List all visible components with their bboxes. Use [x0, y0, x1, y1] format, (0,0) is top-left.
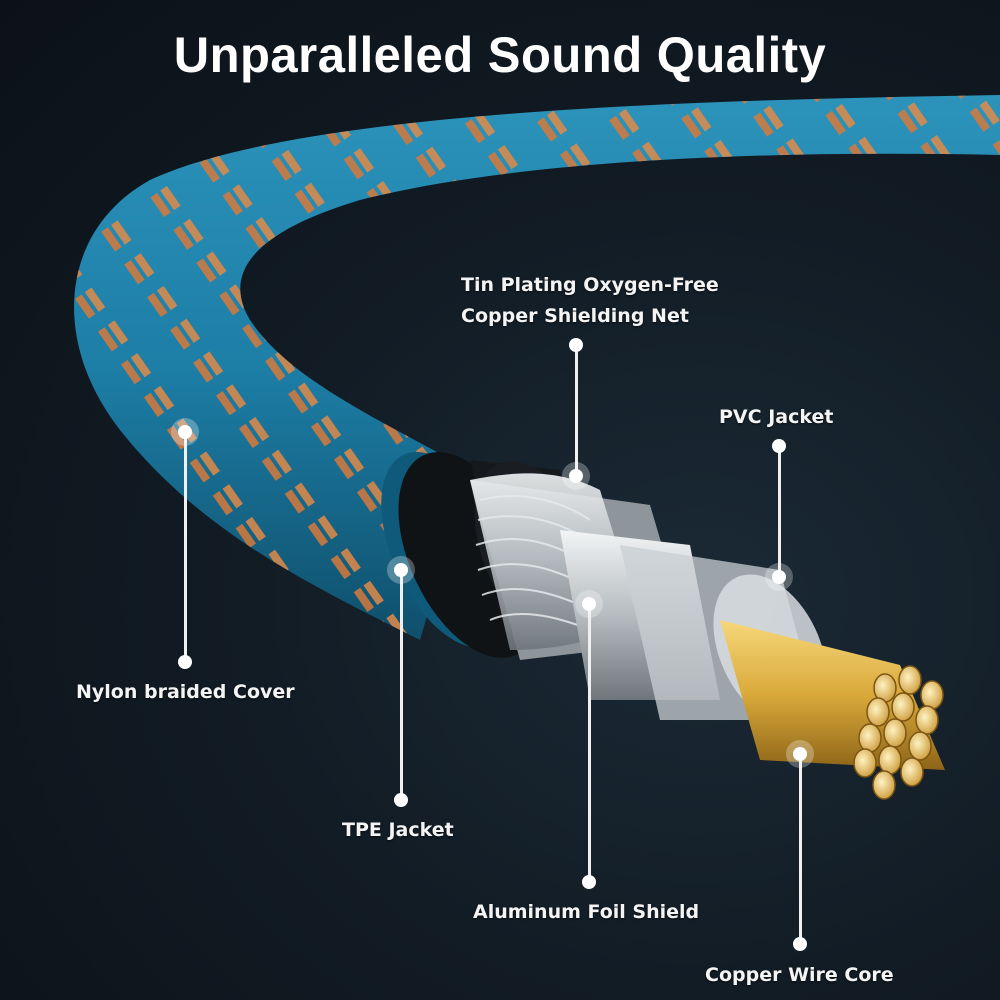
callout-anchor-tpe-jacket: [394, 563, 408, 577]
label-shielding-net: Tin Plating Oxygen-Free Copper Shielding…: [461, 270, 719, 332]
label-pvc-jacket: PVC Jacket: [719, 406, 834, 428]
callout-dot-copper-core: [793, 937, 807, 951]
callout-dot-tpe-jacket: [394, 793, 408, 807]
callout-dot-pvc-jacket: [772, 439, 786, 453]
label-tpe-jacket: TPE Jacket: [342, 819, 454, 841]
callout-line-tpe-jacket: [400, 570, 403, 800]
label-shielding-net-line2: Copper Shielding Net: [461, 305, 689, 327]
page-title: Unparalleled Sound Quality: [173, 27, 827, 83]
copper-core-art: [720, 620, 945, 800]
callout-dot-shielding-net: [569, 338, 583, 352]
callout-line-shielding-net: [575, 345, 578, 470]
callout-line-nylon-cover: [184, 432, 187, 662]
callout-anchor-pvc-jacket: [772, 570, 786, 584]
label-nylon-cover: Nylon braided Cover: [76, 681, 295, 703]
label-foil-shield: Aluminum Foil Shield: [473, 901, 700, 923]
callout-anchor-nylon-cover: [178, 425, 192, 439]
callout-line-foil-shield: [588, 604, 591, 882]
callout-dot-nylon-cover: [178, 655, 192, 669]
callout-dot-foil-shield: [582, 875, 596, 889]
callout-line-copper-core: [799, 754, 802, 944]
callout-anchor-foil-shield: [582, 597, 596, 611]
label-shielding-net-line1: Tin Plating Oxygen-Free: [461, 274, 719, 296]
callout-line-pvc-jacket: [778, 446, 781, 576]
label-copper-core: Copper Wire Core: [705, 964, 894, 986]
callout-anchor-copper-core: [793, 747, 807, 761]
callout-anchor-shielding-net: [569, 469, 583, 483]
